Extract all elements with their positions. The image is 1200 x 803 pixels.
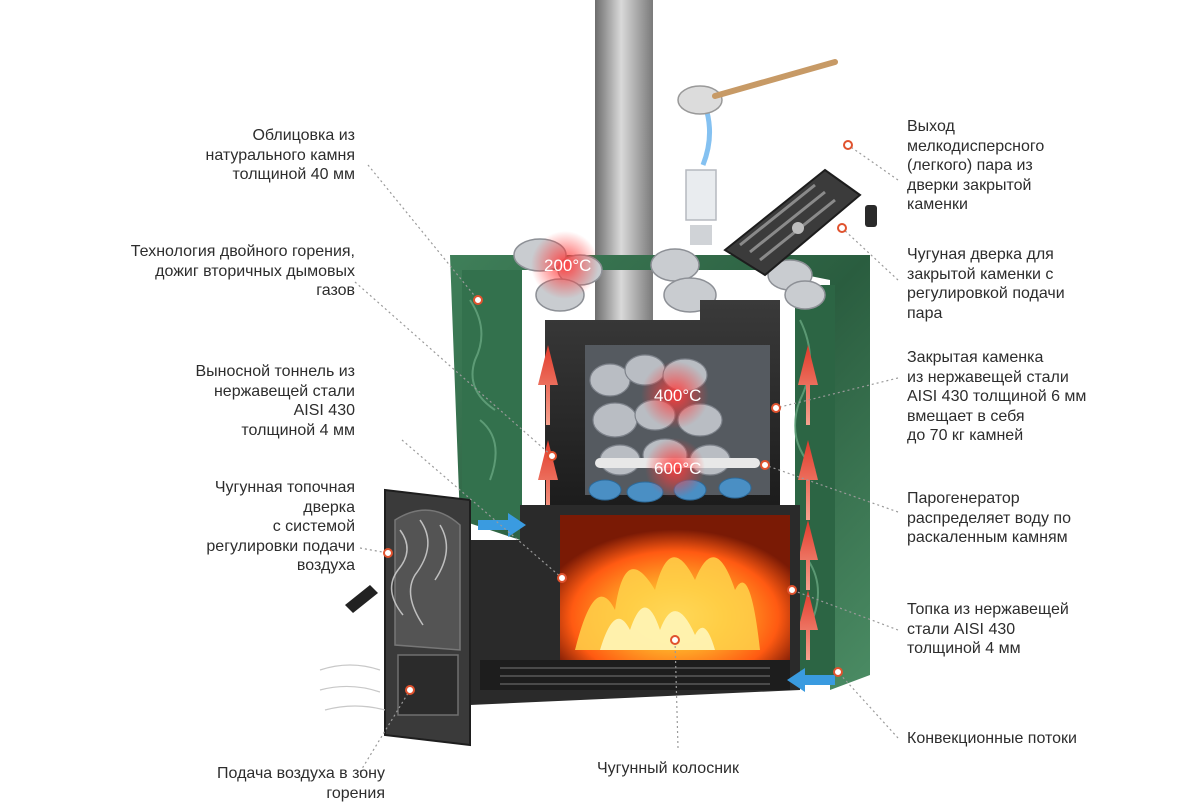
- heat-arrows: [538, 345, 818, 660]
- label-stone-cladding: Облицовка из натурального камня толщиной…: [205, 127, 356, 183]
- label-closed-heater: Закрытая каменка из нержавещей стали AIS…: [907, 349, 1087, 444]
- label-convection: Конвекционные потоки: [907, 730, 1077, 747]
- leader-lines: [354, 144, 899, 773]
- heater-door-graphic: [723, 168, 877, 277]
- stone-cladding-body: [450, 255, 870, 690]
- label-grate: Чугунный колосник: [597, 760, 739, 777]
- label-steam-outlet: Выход мелкодисперсного (легкого) пара из…: [907, 118, 1045, 213]
- temp-glow-600: [645, 438, 705, 498]
- markers: [383, 140, 853, 695]
- label-steam-generator: Парогенератор распределяет воду по раска…: [907, 490, 1071, 546]
- temp-glow-400: [641, 361, 709, 429]
- temp-600: 600°C: [654, 459, 701, 478]
- convection-arrows: [478, 513, 835, 692]
- label-heater-door: Чугуная дверка для закрытой каменки с ре…: [907, 246, 1065, 322]
- label-firebox-door: Чугунная топочная дверка с системой регу…: [206, 479, 355, 574]
- temp-400: 400°C: [654, 386, 701, 405]
- temp-glow-200: [531, 231, 599, 299]
- firebox: [470, 505, 800, 705]
- firebox-door-graphic: [319, 488, 471, 747]
- label-firebox: Топка из нержавещей стали AISI 430 толщи…: [907, 601, 1069, 657]
- label-remote-tunnel: Выносной тоннель из нержавещей стали AIS…: [195, 363, 356, 439]
- label-double-combustion: Технология двойного горения, дожиг втори…: [130, 243, 355, 299]
- chimney-pipe: [595, 0, 653, 330]
- label-air-supply: Подача воздуха в зону горения: [217, 765, 385, 802]
- ladle-and-funnel: [677, 59, 838, 245]
- temp-200: 200°C: [544, 256, 591, 275]
